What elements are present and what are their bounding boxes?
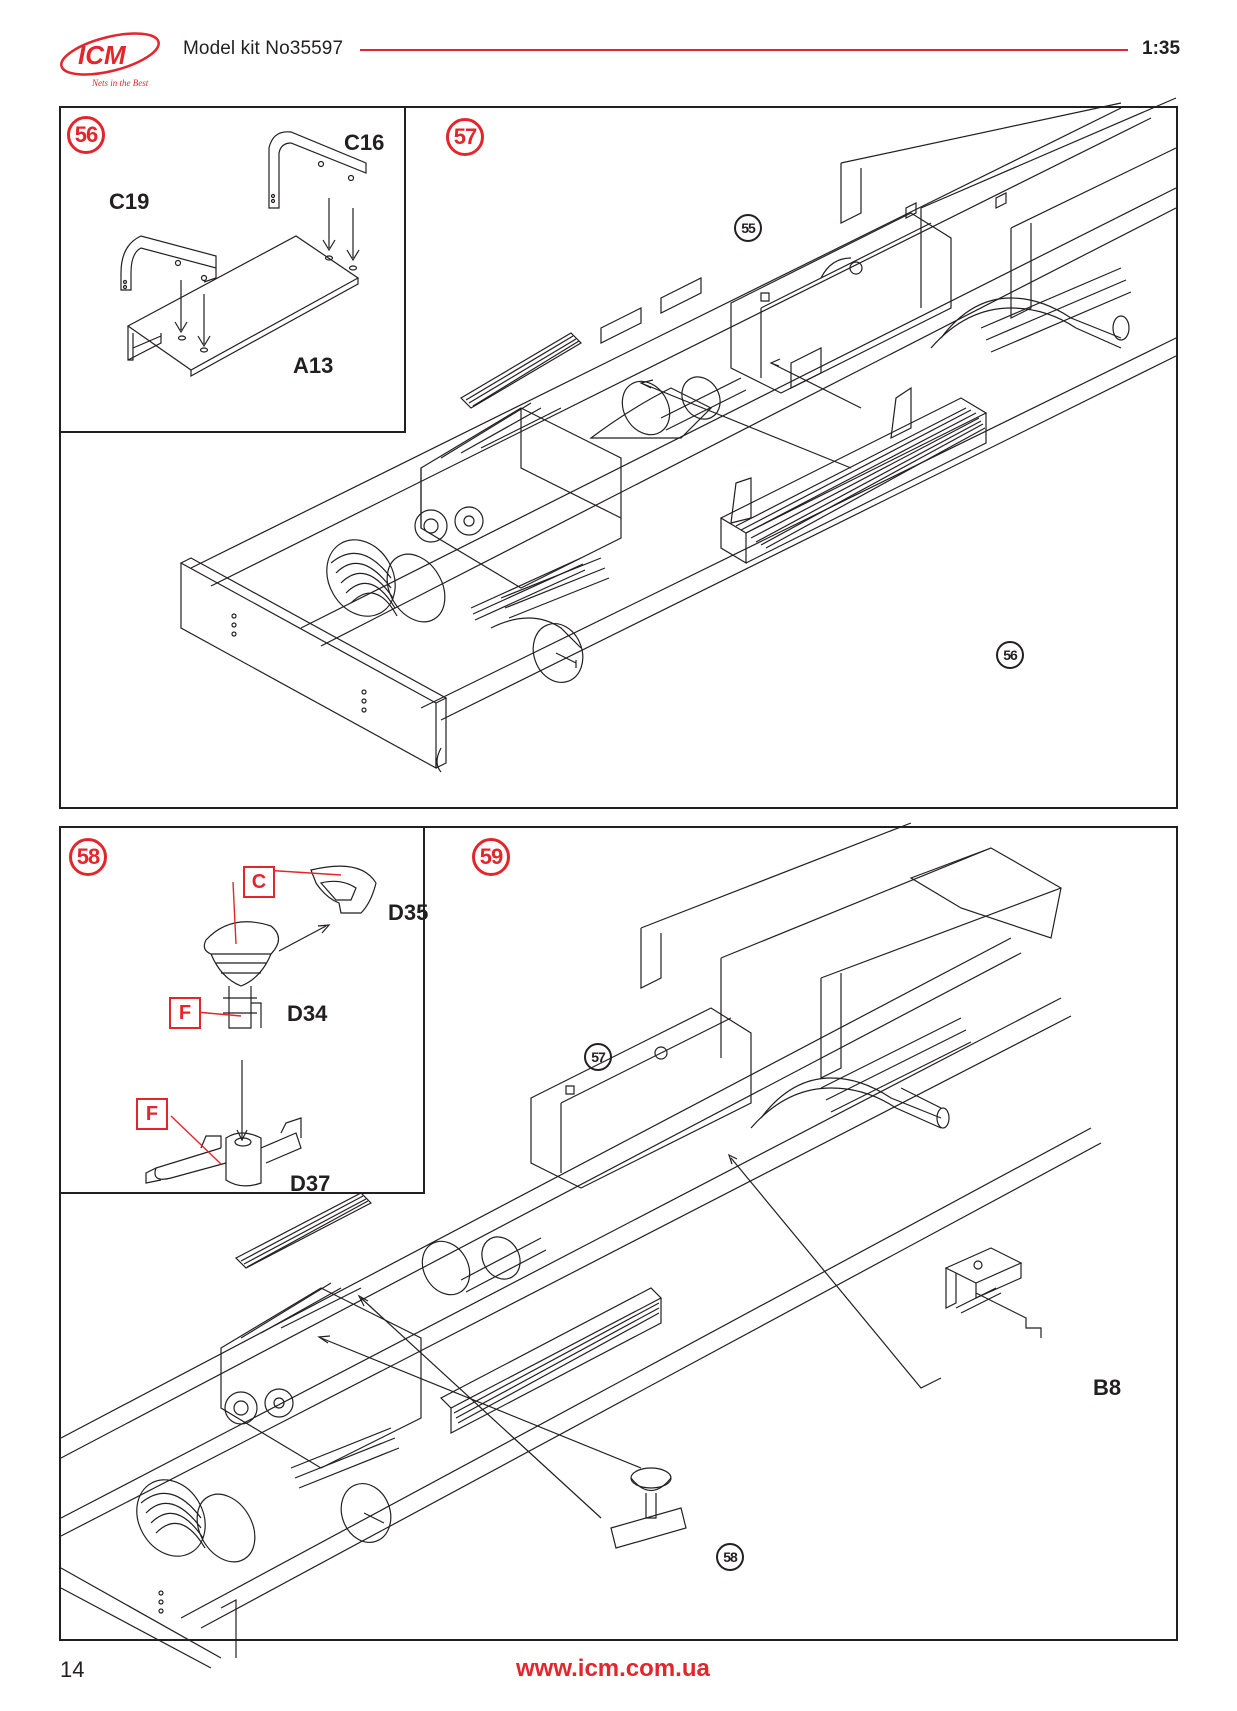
step-number-58: 58 bbox=[69, 838, 107, 876]
ref-step-58: 58 bbox=[716, 1543, 744, 1571]
chassis-drawing-step-57 bbox=[61, 108, 1176, 807]
ref-step-55: 55 bbox=[734, 214, 762, 242]
step-number-56: 56 bbox=[67, 116, 105, 154]
part-label-b8: B8 bbox=[1093, 1375, 1122, 1400]
website-link[interactable]: www.icm.com.ua bbox=[516, 1655, 710, 1682]
header-rule bbox=[360, 49, 1128, 51]
chassis-drawing-step-59 bbox=[61, 828, 1176, 1639]
step-number-57: 57 bbox=[446, 118, 484, 156]
part-label-d34: D34 bbox=[287, 1001, 328, 1026]
panel-steps-58-59: 58 bbox=[59, 826, 1178, 1641]
color-code-c: C bbox=[243, 866, 275, 898]
step-56-drawing bbox=[61, 108, 404, 431]
part-label-d35: D35 bbox=[388, 900, 429, 925]
kit-title: Model kit No35597 bbox=[183, 38, 344, 59]
subpanel-step-56: 56 C16 C19 bbox=[61, 108, 406, 433]
step-number-59: 59 bbox=[472, 838, 510, 876]
step-58-drawing bbox=[61, 828, 423, 1192]
logo-tagline: Nets in the Best bbox=[91, 78, 149, 88]
color-code-f-d37: F bbox=[136, 1098, 168, 1130]
logo-text: ICM bbox=[78, 40, 127, 70]
color-code-f-d34: F bbox=[169, 997, 201, 1029]
part-label-c16: C16 bbox=[344, 130, 385, 155]
part-label-c19: C19 bbox=[109, 189, 150, 214]
page-number: 14 bbox=[60, 1657, 85, 1682]
ref-step-57: 57 bbox=[584, 1043, 612, 1071]
part-label-d37: D37 bbox=[290, 1171, 331, 1196]
ref-step-56: 56 bbox=[996, 641, 1024, 669]
scale-label: 1:35 bbox=[1142, 38, 1181, 59]
panel-steps-56-57: 56 C16 C19 bbox=[59, 106, 1178, 809]
icm-logo: ICM Nets in the Best bbox=[58, 28, 168, 90]
subpanel-step-58: 58 bbox=[61, 828, 429, 1196]
part-label-a13: A13 bbox=[293, 353, 334, 378]
